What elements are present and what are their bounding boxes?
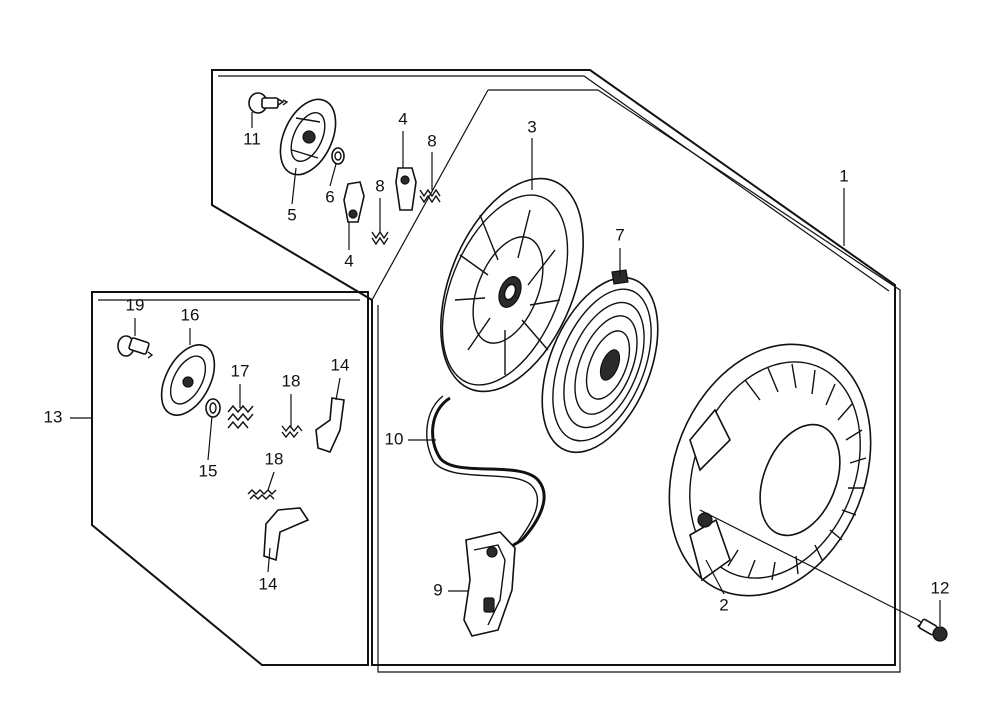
callout-18-upper: 18 [282, 371, 301, 390]
callout-15: 15 [199, 461, 218, 480]
part-17-spring [227, 404, 254, 430]
part-5-plate [279, 98, 337, 176]
callout-4-lower: 4 [344, 251, 353, 270]
callout-2: 2 [719, 595, 728, 614]
assembly-frame-13 [91, 291, 369, 666]
part-2-starter-case [668, 343, 872, 597]
part-10-rope [426, 395, 546, 552]
part-12-bolt [916, 618, 948, 642]
callout-13: 13 [44, 407, 63, 426]
callout-17: 17 [231, 361, 250, 380]
callout-16: 16 [181, 305, 200, 324]
assembly-frame-1 [211, 69, 901, 673]
part-7-spring [541, 269, 659, 454]
callout-14-upper: 14 [331, 355, 350, 374]
part-6-washer [331, 147, 345, 165]
part-3-reel [440, 177, 584, 393]
callout-11: 11 [243, 129, 261, 148]
callout-14-lower: 14 [259, 574, 278, 593]
callout-7: 7 [615, 225, 624, 244]
callout-9: 9 [433, 580, 442, 599]
part-19-bolt [117, 335, 154, 359]
callout-19: 19 [126, 295, 145, 314]
leader-lines [70, 112, 941, 626]
part-16-plate [160, 344, 216, 416]
part-11-bolt [248, 92, 289, 114]
part-18-spring-upper [281, 424, 303, 439]
callout-4-upper: 4 [398, 109, 407, 128]
callout-12: 12 [931, 578, 950, 597]
part-8-spring-lower [371, 230, 389, 246]
callout-10: 10 [385, 429, 404, 448]
callout-6: 6 [325, 187, 334, 206]
callout-5: 5 [287, 205, 296, 224]
callout-1: 1 [839, 166, 848, 185]
part-8-spring-upper [419, 188, 441, 204]
part-14-pawl-lower [263, 507, 310, 562]
part-9-handle [463, 531, 516, 637]
part-15-washer [205, 398, 221, 418]
part-14-pawl-upper [315, 397, 345, 453]
callout-3: 3 [527, 117, 536, 136]
part-4-ratchet-upper [395, 167, 417, 211]
callout-8-upper: 8 [427, 131, 436, 150]
part-18-spring-lower [247, 489, 277, 500]
part-4-ratchet-lower [343, 181, 365, 223]
callout-8-lower: 8 [375, 176, 384, 195]
callout-18-lower: 18 [265, 449, 284, 468]
